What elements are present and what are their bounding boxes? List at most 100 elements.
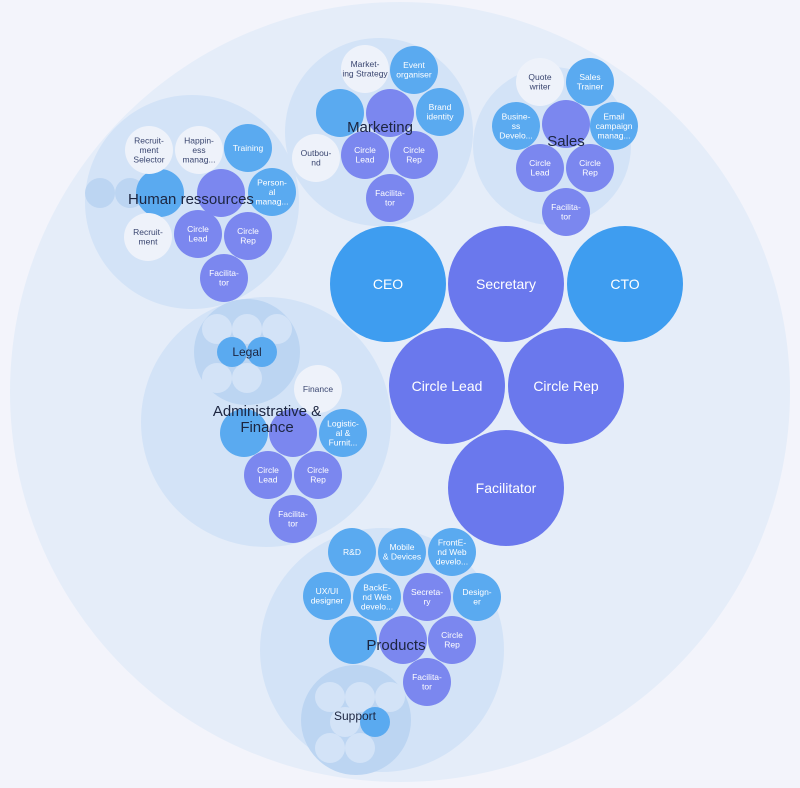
role-backend-web-developer[interactable]: BackE-nd Webdevelo... bbox=[353, 573, 401, 621]
role-marketing-strategy-bubble[interactable] bbox=[341, 45, 389, 93]
role-quote-writer-bubble[interactable] bbox=[516, 58, 564, 106]
role-marketing-circle-lead-bubble[interactable] bbox=[341, 131, 389, 179]
role-outbound-bubble[interactable] bbox=[292, 134, 340, 182]
role-happiness-manager-bubble[interactable] bbox=[175, 126, 223, 174]
role-brand-identity-bubble[interactable] bbox=[416, 88, 464, 136]
role-sales-circle-lead-bubble[interactable] bbox=[516, 144, 564, 192]
role-rd[interactable]: R&D bbox=[328, 528, 376, 576]
role-ceo[interactable]: CEO bbox=[330, 226, 446, 342]
admin-empty-role-2[interactable] bbox=[269, 409, 317, 457]
role-products-secretary[interactable]: Secreta-ry bbox=[403, 573, 451, 621]
support-role-4[interactable] bbox=[330, 707, 360, 737]
role-cto-bubble[interactable] bbox=[567, 226, 683, 342]
role-hr-facilitator-bubble[interactable] bbox=[200, 254, 248, 302]
circle-administrative-finance[interactable]: Legal Finance Logistic-al &Furnit... Cir… bbox=[141, 297, 391, 547]
sales-empty-role-1[interactable] bbox=[542, 100, 590, 148]
role-secretary-bubble[interactable] bbox=[448, 226, 564, 342]
legal-role-7[interactable] bbox=[232, 363, 262, 393]
role-recruitment-bubble[interactable] bbox=[124, 213, 172, 261]
hr-empty-role-4[interactable] bbox=[197, 169, 245, 217]
role-sales-facilitator-bubble[interactable] bbox=[542, 188, 590, 236]
role-admin-circle-rep-bubble[interactable] bbox=[294, 451, 342, 499]
role-marketing-circle-rep-bubble[interactable] bbox=[390, 131, 438, 179]
role-business-developer-bubble[interactable] bbox=[492, 102, 540, 150]
role-facilitator-bubble[interactable] bbox=[448, 430, 564, 546]
legal-role-5[interactable] bbox=[247, 337, 277, 367]
role-sales-circle-rep-bubble[interactable] bbox=[566, 144, 614, 192]
marketing-empty-role-1[interactable] bbox=[316, 89, 364, 137]
role-outbound[interactable]: Outbou-nd bbox=[292, 134, 340, 182]
role-circle-rep[interactable]: Circle Rep bbox=[508, 328, 624, 444]
role-ux-ui-designer-bubble[interactable] bbox=[303, 572, 351, 620]
role-personal-manager[interactable]: Person-almanag... bbox=[248, 168, 296, 216]
role-frontend-web-developer[interactable]: FrontE-nd Webdevelo... bbox=[428, 528, 476, 576]
role-training-bubble[interactable] bbox=[224, 124, 272, 172]
role-training[interactable]: Training bbox=[224, 124, 272, 172]
role-sales-facilitator[interactable]: Facilita-tor bbox=[542, 188, 590, 236]
role-recruitment[interactable]: Recruit-ment bbox=[124, 213, 172, 261]
role-backend-web-developer-bubble[interactable] bbox=[353, 573, 401, 621]
role-happiness-manager[interactable]: Happin-essmanag... bbox=[175, 126, 223, 174]
legal-role-2[interactable] bbox=[232, 314, 262, 344]
role-admin-facilitator[interactable]: Facilita-tor bbox=[269, 495, 317, 543]
admin-empty-role-1[interactable] bbox=[220, 409, 268, 457]
role-rd-bubble[interactable] bbox=[328, 528, 376, 576]
role-products-facilitator[interactable]: Facilita-tor bbox=[403, 658, 451, 706]
role-mobile-devices[interactable]: Mobile& Devices bbox=[378, 528, 426, 576]
role-products-secretary-bubble[interactable] bbox=[403, 573, 451, 621]
role-hr-circle-rep-bubble[interactable] bbox=[224, 212, 272, 260]
legal-role-6[interactable] bbox=[202, 363, 232, 393]
role-secretary[interactable]: Secretary bbox=[448, 226, 564, 342]
circle-support[interactable]: Support bbox=[301, 665, 411, 775]
role-marketing-facilitator-bubble[interactable] bbox=[366, 174, 414, 222]
role-admin-facilitator-bubble[interactable] bbox=[269, 495, 317, 543]
role-mobile-devices-bubble[interactable] bbox=[378, 528, 426, 576]
support-role-7[interactable] bbox=[345, 733, 375, 763]
role-cto[interactable]: CTO bbox=[567, 226, 683, 342]
role-finance-bubble[interactable] bbox=[294, 365, 342, 413]
support-role-1[interactable] bbox=[315, 682, 345, 712]
role-circle-rep-bubble[interactable] bbox=[508, 328, 624, 444]
role-recruitment-selector-bubble[interactable] bbox=[125, 126, 173, 174]
hr-empty-role-3[interactable] bbox=[136, 169, 184, 217]
role-personal-manager-bubble[interactable] bbox=[248, 168, 296, 216]
products-empty-role-2[interactable] bbox=[379, 616, 427, 664]
support-role-3[interactable] bbox=[375, 682, 405, 712]
role-sales-trainer-bubble[interactable] bbox=[566, 58, 614, 106]
role-email-campaign-manager-bubble[interactable] bbox=[590, 102, 638, 150]
role-email-campaign-manager[interactable]: Emailcampaignmanag... bbox=[590, 102, 638, 150]
role-marketing-strategy[interactable]: Market-ing Strategy bbox=[341, 45, 389, 93]
role-products-facilitator-bubble[interactable] bbox=[403, 658, 451, 706]
support-role-5[interactable] bbox=[360, 707, 390, 737]
role-circle-lead-bubble[interactable] bbox=[389, 328, 505, 444]
role-finance[interactable]: Finance bbox=[294, 365, 342, 413]
role-event-organiser-bubble[interactable] bbox=[390, 46, 438, 94]
role-designer-bubble[interactable] bbox=[453, 573, 501, 621]
role-logistics-furniture[interactable]: Logistic-al &Furnit... bbox=[319, 409, 367, 457]
circle-products[interactable]: Support R&D Mobile& Devices FrontE-nd We… bbox=[260, 528, 504, 775]
role-circle-lead[interactable]: Circle Lead bbox=[389, 328, 505, 444]
marketing-empty-role-2[interactable] bbox=[366, 89, 414, 137]
products-empty-role-1[interactable] bbox=[329, 616, 377, 664]
role-designer[interactable]: Design-er bbox=[453, 573, 501, 621]
role-logistics-furniture-bubble[interactable] bbox=[319, 409, 367, 457]
support-role-6[interactable] bbox=[315, 733, 345, 763]
legal-role-1[interactable] bbox=[202, 314, 232, 344]
role-business-developer[interactable]: Busine-ssDevelo... bbox=[492, 102, 540, 150]
role-hr-facilitator[interactable]: Facilita-tor bbox=[200, 254, 248, 302]
